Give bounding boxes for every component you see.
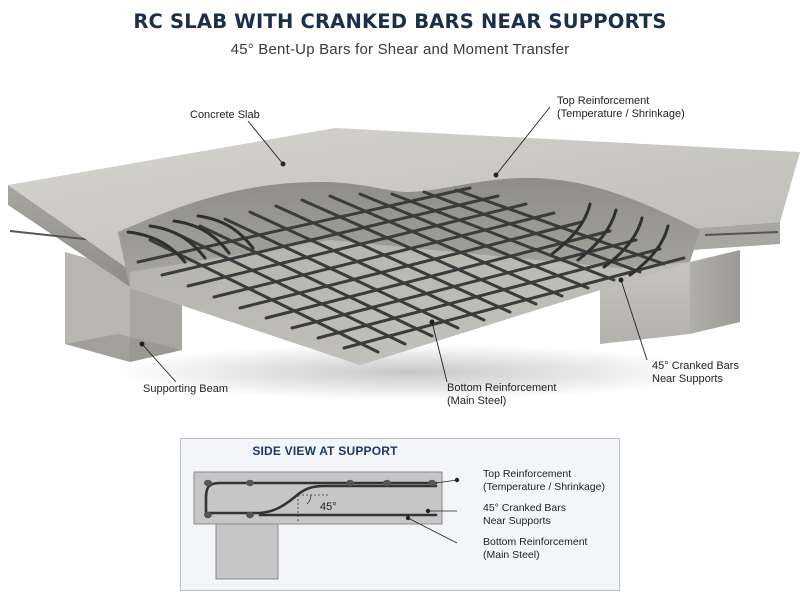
leader-lines [139, 106, 648, 383]
slab-illustration [8, 106, 800, 400]
label-concrete-slab: Concrete Slab [190, 109, 260, 121]
side-view-title: SIDE VIEW AT SUPPORT [252, 444, 398, 458]
side-label-bottom-line2: (Main Steel) [483, 548, 540, 561]
side-label-top-line2: (Temperature / Shrinkage) [483, 480, 605, 493]
side-label-top-reinforcement: Top Reinforcement (Temperature / Shrinka… [483, 468, 605, 493]
side-label-top-line1: Top Reinforcement [483, 468, 572, 480]
label-cranked-bars: 45° Cranked Bars Near Supports [652, 360, 739, 386]
side-label-bottom-line1: Bottom Reinforcement [483, 536, 588, 548]
diagram-title: RC SLAB WITH CRANKED BARS NEAR SUPPORTS [133, 10, 667, 33]
angle-marker [297, 494, 330, 523]
label-cranked-bars-line1: 45° Cranked Bars [652, 360, 739, 372]
side-rebars [204, 481, 438, 517]
side-cranked-bar [204, 484, 438, 515]
side-beam [215, 523, 279, 580]
label-cranked-bars-line2: Near Supports [652, 373, 723, 385]
label-bottom-reinforcement-line1: Bottom Reinforcement [447, 382, 557, 394]
side-rebar-dots [204, 479, 436, 519]
label-top-reinforcement-line1: Top Reinforcement [557, 95, 650, 107]
side-label-cranked-line2: Near Supports [483, 514, 551, 527]
side-view-illustration: 45° [193, 471, 460, 580]
edge-bar-right [704, 231, 779, 236]
side-top-bar [204, 481, 438, 515]
rebar-mesh [136, 186, 686, 354]
side-label-bottom-reinforcement: Bottom Reinforcement (Main Steel) [483, 536, 587, 561]
diagram-subtitle: 45° Bent-Up Bars for Shear and Moment Tr… [230, 41, 570, 58]
side-label-cranked-line1: 45° Cranked Bars [483, 502, 566, 514]
cranked-bars [126, 202, 670, 277]
angle-label: 45° [320, 501, 337, 513]
label-bottom-reinforcement: Bottom Reinforcement (Main Steel) [447, 382, 556, 408]
supporting-beam-left [65, 252, 182, 362]
label-supporting-beam: Supporting Beam [143, 383, 228, 395]
label-top-reinforcement-line2: (Temperature / Shrinkage) [557, 108, 685, 120]
rebar-transverse [136, 186, 686, 350]
side-leader-lines [405, 477, 460, 544]
label-bottom-reinforcement-line2: (Main Steel) [447, 395, 507, 407]
side-label-cranked-bars: 45° Cranked Bars Near Supports [483, 502, 566, 527]
label-top-reinforcement: Top Reinforcement (Temperature / Shrinka… [557, 95, 685, 121]
ground-shadow [110, 344, 710, 400]
